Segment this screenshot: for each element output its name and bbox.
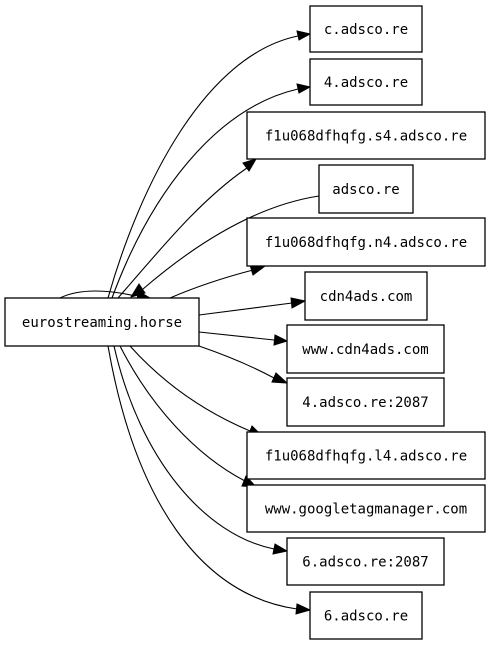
node-label: 6.adsco.re:2087 bbox=[302, 555, 428, 571]
node-label: 4.adsco.re bbox=[324, 75, 408, 91]
node-t7[interactable]: www.cdn4ads.com bbox=[286, 324, 445, 374]
node-label: f1u068dfhqfg.l4.adsco.re bbox=[265, 449, 467, 465]
edge-line bbox=[113, 345, 275, 550]
node-t8[interactable]: 4.adsco.re:2087 bbox=[286, 377, 445, 427]
node-t11[interactable]: 6.adsco.re:2087 bbox=[286, 537, 445, 586]
node-label: www.googletagmanager.com bbox=[265, 502, 467, 518]
edge bbox=[198, 331, 289, 346]
node-label: cdn4ads.com bbox=[320, 289, 413, 305]
edge-line bbox=[59, 290, 136, 299]
node-box bbox=[286, 324, 445, 374]
edge bbox=[198, 297, 307, 316]
node-box bbox=[246, 484, 486, 533]
edge-arrowhead bbox=[295, 603, 312, 615]
node-box bbox=[286, 537, 445, 586]
edge-line bbox=[198, 302, 293, 316]
node-t12[interactable]: 6.adsco.re bbox=[309, 591, 423, 640]
node-box bbox=[304, 271, 428, 321]
node-box bbox=[246, 217, 486, 267]
edge-line bbox=[198, 345, 275, 379]
node-box bbox=[246, 111, 486, 160]
edge-line bbox=[169, 269, 254, 299]
node-label: eurostreaming.horse bbox=[22, 315, 182, 331]
edge-line bbox=[117, 167, 248, 299]
edges-layer bbox=[59, 30, 320, 615]
edge bbox=[107, 345, 312, 615]
edge-line bbox=[129, 345, 251, 432]
edge bbox=[169, 264, 267, 299]
node-label: 4.adsco.re:2087 bbox=[302, 395, 428, 411]
edge-arrowhead bbox=[271, 372, 289, 384]
node-label: c.adsco.re bbox=[324, 22, 408, 38]
edge bbox=[119, 345, 258, 488]
node-source[interactable]: eurostreaming.horse bbox=[4, 297, 200, 347]
nodes-layer: eurostreaming.horse c.adsco.re 4.adsco.re f… bbox=[4, 5, 486, 640]
edge bbox=[198, 345, 289, 384]
edge bbox=[107, 30, 312, 299]
edge-line bbox=[142, 195, 320, 290]
node-label: f1u068dfhqfg.n4.adsco.re bbox=[265, 235, 467, 251]
edge-arrowhead bbox=[290, 297, 307, 309]
node-t5[interactable]: f1u068dfhqfg.n4.adsco.re bbox=[246, 217, 486, 267]
node-label: 6.adsco.re bbox=[324, 609, 408, 625]
edge-line bbox=[107, 345, 298, 610]
node-label: f1u068dfhqfg.s4.adsco.re bbox=[265, 129, 467, 145]
edge-line bbox=[119, 345, 246, 482]
edge-line bbox=[111, 88, 299, 299]
node-box bbox=[309, 5, 423, 53]
node-box bbox=[309, 591, 423, 640]
node-t2[interactable]: 4.adsco.re bbox=[309, 58, 423, 106]
edge-arrowhead bbox=[296, 83, 312, 94]
edge-line bbox=[198, 331, 275, 341]
edge bbox=[117, 158, 258, 299]
edge bbox=[113, 345, 289, 555]
edge-arrowhead bbox=[273, 334, 289, 346]
node-box bbox=[318, 164, 414, 214]
node-t9[interactable]: f1u068dfhqfg.l4.adsco.re bbox=[246, 431, 486, 480]
node-box bbox=[4, 297, 200, 347]
node-t6[interactable]: cdn4ads.com bbox=[304, 271, 428, 321]
node-label: www.cdn4ads.com bbox=[302, 342, 428, 358]
node-t1[interactable]: c.adsco.re bbox=[309, 5, 423, 53]
node-box bbox=[246, 431, 486, 480]
node-label: adsco.re bbox=[332, 182, 399, 198]
node-t4[interactable]: adsco.re bbox=[318, 164, 414, 214]
node-t10[interactable]: www.googletagmanager.com bbox=[246, 484, 486, 533]
node-box bbox=[286, 377, 445, 427]
edge-line bbox=[107, 35, 299, 299]
node-t3[interactable]: f1u068dfhqfg.s4.adsco.re bbox=[246, 111, 486, 160]
edge bbox=[129, 345, 264, 437]
edge-arrowhead bbox=[272, 543, 289, 555]
node-box bbox=[309, 58, 423, 106]
edge-arrowhead bbox=[242, 158, 258, 172]
edge-arrowhead bbox=[296, 30, 312, 41]
edge bbox=[111, 83, 312, 299]
